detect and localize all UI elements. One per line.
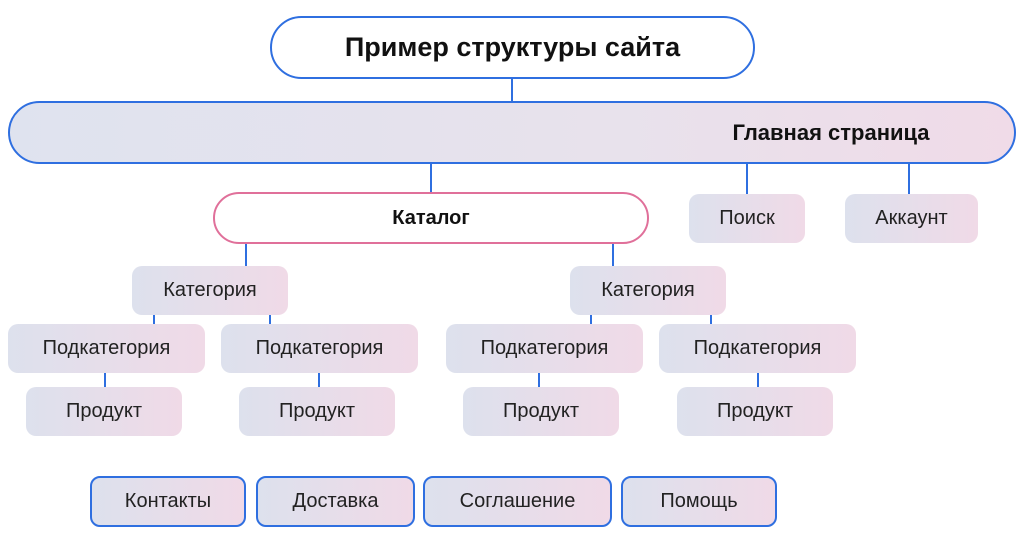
home-page-bar [8, 101, 1016, 164]
connector-home-search [746, 164, 748, 194]
connector-sub-1-product [104, 373, 106, 387]
connector-title-home [511, 79, 513, 101]
connector-category-1-sub-1 [153, 315, 155, 324]
search-node: Поиск [689, 194, 805, 243]
product-node: Продукт [239, 387, 395, 436]
subcategory-node: Подкатегория [446, 324, 643, 373]
home-page-label: Главная страница [732, 119, 930, 145]
connector-category-1-sub-2 [269, 315, 271, 324]
connector-sub-3-product [538, 373, 540, 387]
connector-sub-2-product [318, 373, 320, 387]
connector-catalog-category-1 [245, 244, 247, 266]
footer-link-contacts[interactable]: Контакты [90, 476, 246, 527]
category-node: Категория [570, 266, 726, 315]
category-node: Категория [132, 266, 288, 315]
subcategory-node: Подкатегория [659, 324, 856, 373]
subcategory-node: Подкатегория [8, 324, 205, 373]
connector-sub-4-product [757, 373, 759, 387]
product-node: Продукт [677, 387, 833, 436]
footer-link-delivery[interactable]: Доставка [256, 476, 415, 527]
footer-link-help[interactable]: Помощь [621, 476, 777, 527]
connector-catalog-category-2 [612, 244, 614, 266]
account-node: Аккаунт [845, 194, 978, 243]
subcategory-node: Подкатегория [221, 324, 418, 373]
product-node: Продукт [26, 387, 182, 436]
product-node: Продукт [463, 387, 619, 436]
connector-home-catalog [430, 164, 432, 192]
connector-category-2-sub-1 [590, 315, 592, 324]
catalog-node: Каталог [213, 192, 649, 244]
connector-category-2-sub-2 [710, 315, 712, 324]
diagram-title: Пример структуры сайта [270, 16, 755, 79]
connector-home-account [908, 164, 910, 194]
footer-link-agreement[interactable]: Соглашение [423, 476, 612, 527]
